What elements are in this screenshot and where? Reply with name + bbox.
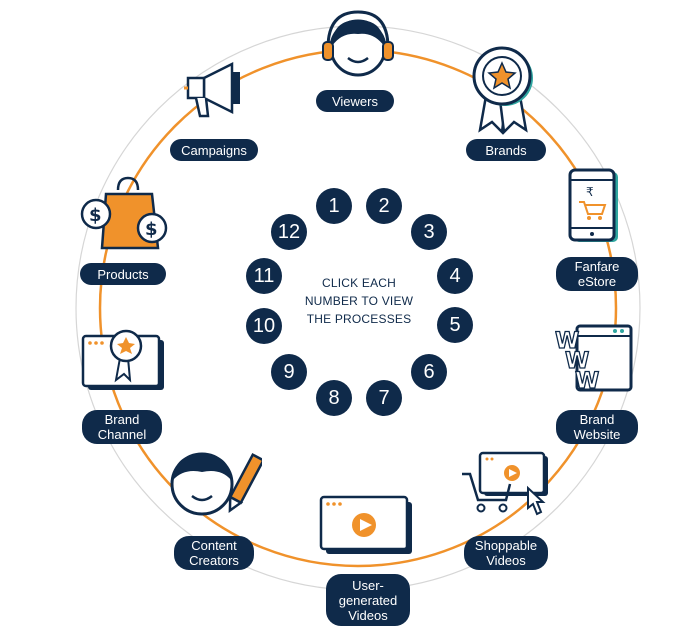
label-brand-channel[interactable]: Brand Channel [82, 410, 162, 444]
number-button-10[interactable]: 10 [246, 308, 282, 344]
number-button-3[interactable]: 3 [411, 214, 447, 250]
star-badge-icon [472, 46, 533, 135]
number-button-2[interactable]: 2 [366, 188, 402, 224]
svg-text:₹: ₹ [586, 185, 594, 199]
label-content-creators[interactable]: Content Creators [174, 536, 254, 570]
label-shoppable-videos[interactable]: Shoppable Videos [464, 536, 548, 570]
svg-text:W: W [575, 369, 599, 394]
svg-text:$: $ [145, 219, 158, 240]
label-viewers[interactable]: Viewers [316, 90, 394, 112]
svg-text:W: W [555, 329, 579, 354]
number-button-7[interactable]: 7 [366, 380, 402, 416]
svg-text:$: $ [89, 205, 102, 226]
headset-face-icon [322, 10, 394, 77]
label-user-generated-videos[interactable]: User- generated Videos [326, 574, 410, 626]
number-button-11[interactable]: 11 [246, 258, 282, 294]
number-button-1[interactable]: 1 [316, 188, 352, 224]
phone-cart-icon: ₹ [568, 168, 618, 242]
label-brand-website[interactable]: Brand Website [556, 410, 638, 444]
megaphone-icon [184, 61, 240, 118]
instruction-text: CLICK EACH NUMBER TO VIEW THE PROCESSES [304, 276, 414, 326]
number-button-12[interactable]: 12 [271, 214, 307, 250]
www-browser-icon: W W W [555, 324, 633, 394]
face-pencil-icon [170, 452, 262, 516]
shopping-bag-icon: $ $ [80, 176, 168, 250]
label-brands[interactable]: Brands [466, 139, 546, 161]
label-campaigns[interactable]: Campaigns [170, 139, 258, 161]
label-products[interactable]: Products [80, 263, 166, 285]
award-window-icon [81, 329, 164, 390]
number-button-4[interactable]: 4 [437, 258, 473, 294]
number-button-8[interactable]: 8 [316, 380, 352, 416]
number-button-6[interactable]: 6 [411, 354, 447, 390]
video-player-icon [319, 495, 412, 554]
cart-video-icon [462, 451, 548, 516]
svg-text:W: W [565, 349, 589, 374]
number-button-5[interactable]: 5 [437, 307, 473, 343]
number-button-9[interactable]: 9 [271, 354, 307, 390]
label-fanfare-estore[interactable]: Fanfare eStore [556, 257, 638, 291]
